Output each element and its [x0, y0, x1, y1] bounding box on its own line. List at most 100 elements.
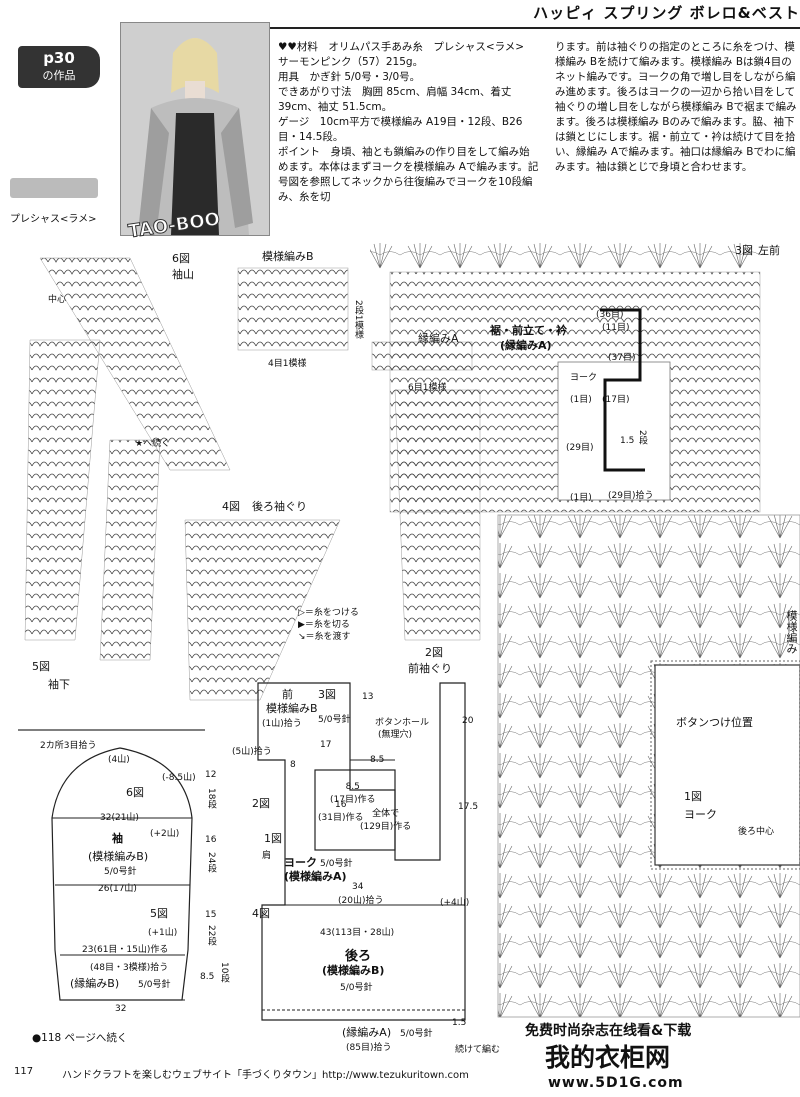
- rows-18: 18段: [206, 788, 216, 809]
- pattern-b-repeat: 4目1模様: [268, 359, 307, 369]
- dim-s85b: 8.5: [200, 972, 215, 982]
- yarn-label: プレシャス<ラメ>: [10, 214, 97, 225]
- fig2-label: 2図: [425, 646, 443, 659]
- dim-s32: 32(21山): [100, 813, 139, 823]
- yoke-body-label: ヨーク: [284, 856, 317, 869]
- yarn-sample: [10, 178, 98, 198]
- sleeve-pickup: 2カ所3目拾う: [40, 741, 97, 751]
- front-fig3-label: 3図: [318, 688, 336, 701]
- dim-20: 20: [462, 716, 474, 726]
- dim-s26: 26(17山): [98, 884, 137, 894]
- symbol-join: ▷＝糸をつける: [298, 608, 359, 618]
- front-label: 前: [282, 688, 293, 701]
- dim-center-block: 8.5 (17目)作る: [330, 782, 376, 805]
- left-front-label: 左前: [758, 244, 780, 257]
- dim-f29: (29目): [566, 443, 594, 453]
- sleeve-edge-label: (縁編みB): [70, 977, 120, 990]
- fig3-label: 3図: [735, 244, 753, 257]
- dim-front-5: (5山)拾う: [232, 747, 272, 757]
- fig6-label: 6図: [172, 252, 190, 265]
- symbol-cut: ▶＝糸を切る: [298, 620, 350, 630]
- spec-point: ポイント 身頃、袖とも鎖編みの作り目をして編み始めます。本体はまずヨークを模様編…: [278, 146, 539, 203]
- front-pattern-label: 模様編みB: [266, 702, 318, 715]
- footer-site[interactable]: ハンドクラフトを楽しむウェブサイト「手づくりタウン」http://www.tez…: [62, 1070, 469, 1081]
- page-number: 117: [14, 1066, 34, 1077]
- back-pattern-label: (模様編みB): [322, 964, 385, 977]
- dim-front-1: (1山)拾う: [262, 719, 302, 729]
- dim-175: 17.5: [458, 802, 479, 812]
- dim-center-body: 全体で (129目)作る: [360, 809, 412, 832]
- dim-c16: 16 (31目)作る: [318, 800, 364, 823]
- inset-yoke-label: ヨーク: [570, 373, 598, 383]
- spec-gauge: ゲージ 10cm平方で模様編み A19目・12段、B26目・14.5段。: [278, 116, 523, 143]
- spec-material: ♥♥材料 オリムパス手あみ糸 プレシャス<ラメ> サーモンピンク（57）215g…: [278, 41, 535, 68]
- dim-f15: 1.5: [620, 436, 635, 446]
- pattern-b-label: 模様編みB: [262, 250, 314, 263]
- dim-43: 43(113目・28山): [320, 928, 395, 938]
- model-photo: [120, 22, 270, 236]
- page-ref-caption: の作品: [42, 69, 76, 82]
- sleeve-needle: 5/0号針: [104, 867, 137, 877]
- dim-s4: (4山): [108, 755, 130, 765]
- edge-a-bottom-label: (縁編みA): [342, 1026, 392, 1039]
- dim-s15: 15: [205, 910, 217, 920]
- fig5-label: 5図: [32, 660, 50, 673]
- dim-s23: 23(61目・15山)作る: [82, 945, 169, 955]
- back-label: 後ろ: [345, 949, 372, 964]
- dim-two-rows: 2段: [637, 430, 647, 445]
- instructions-continued: ります。前は袖ぐりの指定のところに糸をつけ、模様編み Bを続けて編みます。模様編…: [555, 41, 797, 173]
- dim-13: 13: [362, 692, 374, 702]
- page-ref: p30: [43, 49, 75, 67]
- dim-s12: 12: [205, 770, 217, 780]
- watermark-line3[interactable]: www.5D1G.com: [548, 1075, 684, 1091]
- spec-size: できあがり寸法 胸囲 85cm、肩幅 34cm、着丈 39cm、袖丈 51.5c…: [278, 86, 512, 113]
- dim-plus2: (+2山): [150, 829, 180, 839]
- dim-85-bottom: (85目)拾う: [346, 1043, 392, 1053]
- fig4-label: 4図: [222, 500, 240, 513]
- fig5-marker: 5図: [150, 907, 168, 920]
- specifications: ♥♥材料 オリムパス手あみ糸 プレシャス<ラメ> サーモンピンク（57）215g…: [278, 40, 540, 205]
- sleeve-edge-needle: 5/0号針: [138, 980, 171, 990]
- pattern-side-label: 模様編み: [785, 610, 798, 654]
- fig6-marker: 6図: [126, 786, 144, 799]
- dim-20-4: (20山)拾う: [338, 896, 384, 906]
- shoulder-label: 肩: [262, 851, 272, 861]
- sleeve-label: 袖: [112, 832, 123, 845]
- fig1-label: 1図: [684, 790, 702, 803]
- rows-22: 22段: [206, 925, 216, 946]
- watermark-line2: 我的衣柜网: [545, 1043, 671, 1072]
- continue-note: ●118 ページへ続く: [32, 1032, 128, 1044]
- sleeve-pattern-label: (模様編みB): [88, 850, 149, 863]
- fig4-marker: 4図: [252, 907, 270, 920]
- button-position-label: ボタンつけ位置: [676, 716, 753, 729]
- dim-s16: 16: [205, 835, 217, 845]
- dim-f1: (1目): [570, 395, 592, 405]
- dim-f37: (37目): [608, 353, 636, 363]
- dim-f29b: (29目)拾う: [608, 491, 654, 501]
- no-hole-label: (無理穴): [378, 730, 413, 740]
- dim-s85: (-8.5山): [162, 773, 196, 783]
- dim-plus4: (+4山): [440, 898, 470, 908]
- fig1-marker: 1図: [264, 832, 282, 845]
- page-header-title: ハッピィ スプリング ボレロ&ベスト: [533, 4, 800, 22]
- dim-f11: (11目): [602, 323, 630, 333]
- header-rule: [150, 27, 800, 29]
- model-illustration: [121, 23, 269, 235]
- dim-f1b: (1目): [570, 493, 592, 503]
- dim-34: 34: [352, 882, 364, 892]
- edge-a-repeat: 6目1模様: [408, 383, 447, 393]
- dim-s48: (48目・3模様)拾う: [90, 963, 169, 973]
- spec-tools: 用具 かぎ針 5/0号・3/0号。: [278, 71, 421, 83]
- watermark-line1: 免费时尚杂志在线看&下载: [525, 1023, 692, 1039]
- front-needle: 5/0号針: [318, 715, 351, 725]
- fig2-marker: 2図: [252, 797, 270, 810]
- underarm-label: 袖下: [48, 678, 70, 691]
- hem-front-collar-sub: (縁編みA): [500, 339, 552, 352]
- dim-15: 1.5: [452, 1018, 467, 1028]
- dim-17: 17: [320, 740, 332, 750]
- dim-f17: (17目): [602, 395, 630, 405]
- hem-front-collar-label: 裾・前立て・衿: [490, 324, 567, 337]
- yoke-label: ヨーク: [684, 808, 717, 821]
- yoke-needle: 5/0号針: [320, 859, 353, 869]
